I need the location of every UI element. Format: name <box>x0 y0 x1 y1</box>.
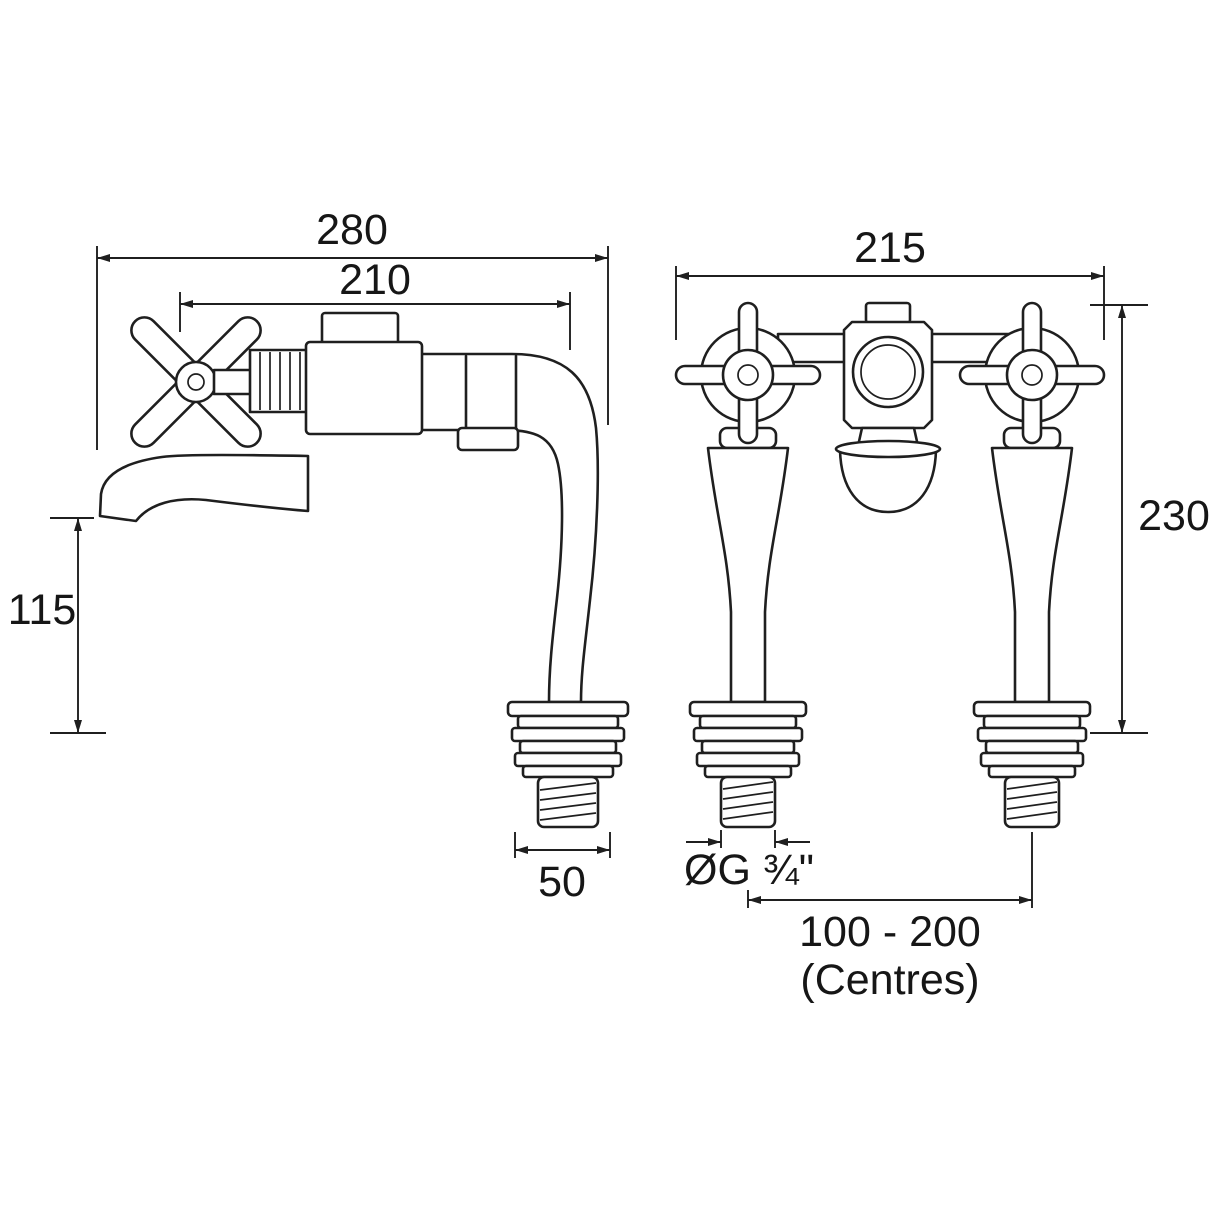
side-body-cap <box>320 311 400 346</box>
front-left-hub <box>721 348 775 402</box>
side-thread <box>536 775 600 829</box>
side-body <box>304 311 424 436</box>
dim-230: 230 <box>1090 304 1210 734</box>
side-bonnet <box>248 348 310 414</box>
side-spindle <box>212 368 254 396</box>
front-left-handle <box>674 301 822 445</box>
dim-115-label: 115 <box>8 586 77 634</box>
dim-230-label: 230 <box>1138 492 1210 540</box>
side-view: 280 210 115 50 <box>8 206 630 906</box>
dim-210: 210 <box>179 256 571 350</box>
dim-centres-label: 100 - 200 <box>799 908 981 956</box>
dim-280-label: 280 <box>316 206 388 254</box>
front-right-thread <box>1003 775 1061 829</box>
dim-thread: ØG ¾" <box>684 830 814 894</box>
dim-215: 215 <box>675 224 1105 340</box>
dim-thread-label: ØG ¾" <box>684 846 814 894</box>
front-left-leg <box>706 426 790 704</box>
front-spout-outlet <box>834 426 942 514</box>
dim-centres: 100 - 200 (Centres) <box>747 832 1033 1004</box>
side-leg <box>418 352 600 704</box>
side-tail <box>506 700 630 829</box>
dim-centres-caption: (Centres) <box>800 956 979 1004</box>
dim-115: 115 <box>8 517 106 734</box>
side-union-nut <box>456 426 520 452</box>
side-handle-hub <box>174 360 218 404</box>
front-right-handle <box>958 301 1106 445</box>
dim-280: 280 <box>96 206 609 450</box>
front-left-thread <box>719 775 777 829</box>
dim-210-label: 210 <box>339 256 411 304</box>
front-body <box>842 301 934 430</box>
side-spout <box>98 453 310 523</box>
side-handle <box>130 316 310 448</box>
front-view: 215 230 ØG ¾" 100 - 200 (Centres) <box>674 224 1210 1004</box>
front-right-tail <box>972 700 1092 829</box>
front-right-hub <box>1005 348 1059 402</box>
dim-50: 50 <box>514 832 611 906</box>
front-body-cap <box>864 301 912 325</box>
front-right-leg <box>990 426 1074 704</box>
front-left-tail <box>688 700 808 829</box>
dim-215-label: 215 <box>854 224 926 272</box>
dim-50-label: 50 <box>538 858 586 906</box>
